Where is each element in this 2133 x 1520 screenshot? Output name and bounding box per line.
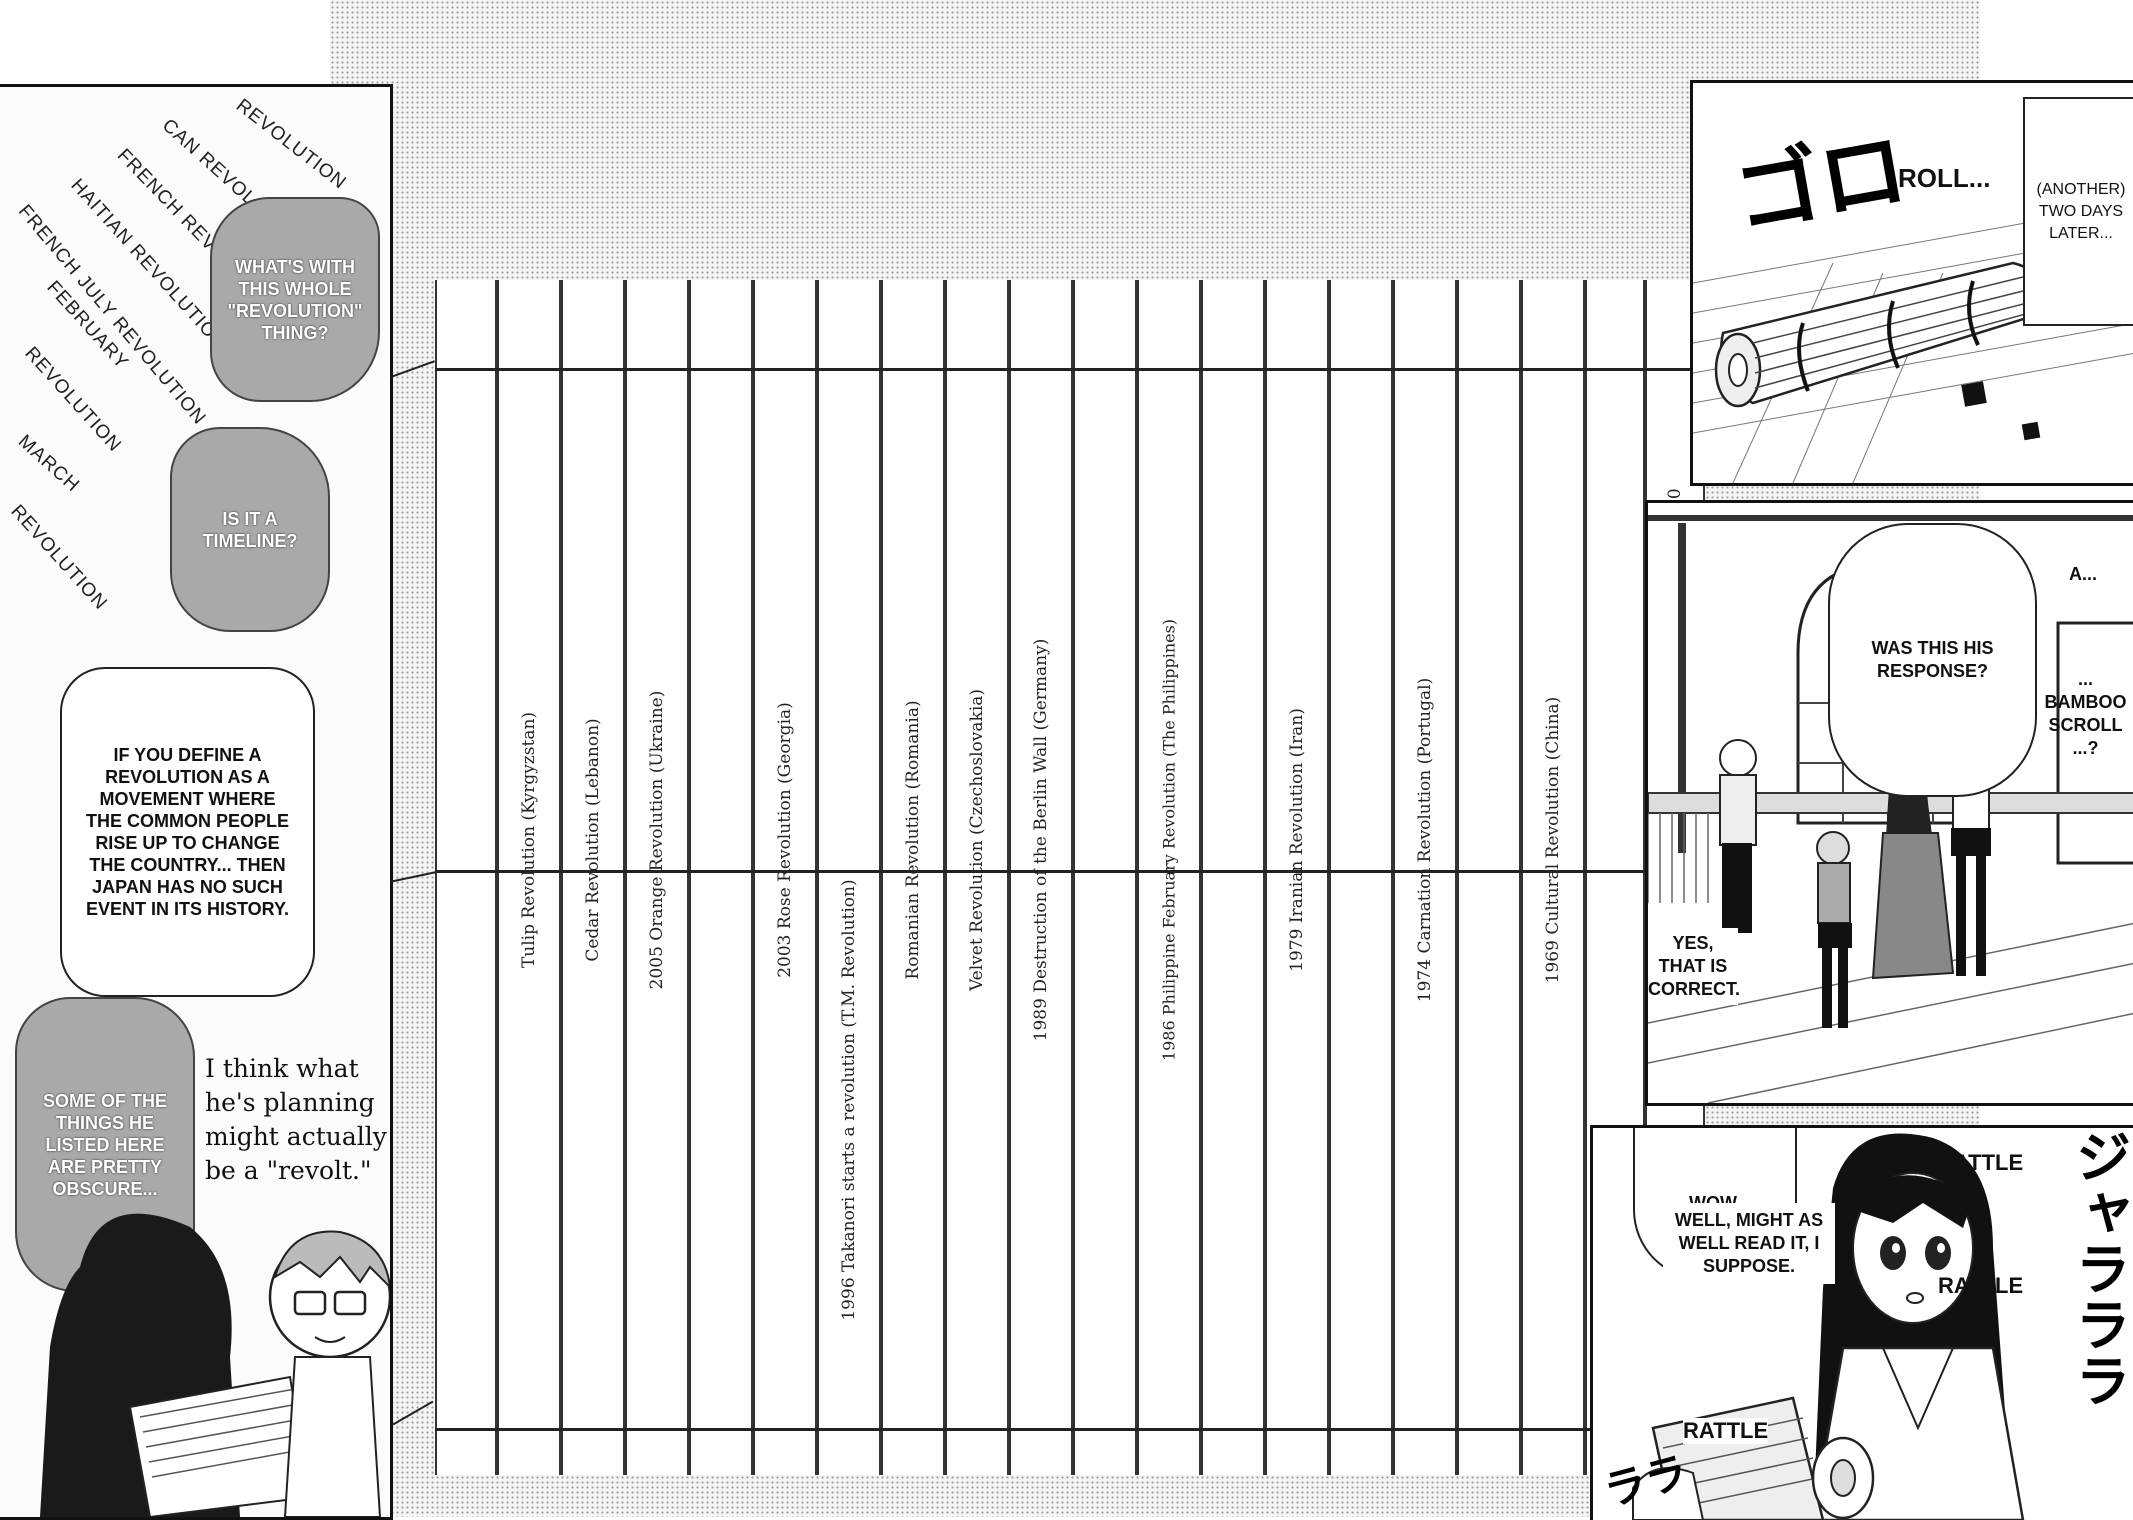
scroll-slat	[1457, 280, 1521, 1475]
slat-label: 1996 Takanori starts a revolution (T.M. …	[839, 879, 859, 1321]
scroll-slat: Romanian Revolution (Romania)	[881, 280, 945, 1475]
slat-label: 1986 Philippine February Revolution (The…	[1159, 618, 1179, 1062]
speech-bubble-whole-thing: WHAT'S WITH THIS WHOLE "REVOLUTION" THIN…	[210, 197, 380, 402]
radial-word-march: MARCH	[13, 431, 84, 497]
scroll-binding-top	[435, 368, 1705, 371]
scroll-slat	[1329, 280, 1393, 1475]
scroll-slat: 1969 Cultural Revolution (China)	[1521, 280, 1585, 1475]
chibi-characters-illustration	[40, 1213, 390, 1517]
speech-bubble-correct: YES, THAT IS CORRECT.	[1648, 928, 1740, 1005]
sfx-roll: ROLL...	[1898, 163, 1991, 193]
scroll-slat: 2005 Orange Revolution (Ukraine)	[625, 280, 689, 1475]
panel-classroom: WAS THIS HIS RESPONSE? A... ... BAMBOO S…	[1645, 500, 2133, 1106]
slat-label: 1974 Carnation Revolution (Portugal)	[1415, 677, 1435, 1003]
slat-label: Velvet Revolution (Czechoslovakia)	[967, 688, 987, 992]
caption-two-days-later: (ANOTHER) TWO DAYS LATER...	[2023, 97, 2133, 326]
slat-label: 2003 Rose Revolution (Georgia)	[775, 702, 795, 978]
scroll-slat: 1974 Carnation Revolution (Portugal)	[1393, 280, 1457, 1475]
handwritten-note: I think what he's planning might actuall…	[205, 1054, 387, 1185]
slat-label: Tulip Revolution (Kyrgyzstan)	[519, 711, 539, 969]
scroll-binding-bottom	[435, 1428, 1705, 1431]
panel-rolling-scroll: ゴロ ROLL... (ANOTHER) TWO DAYS LATER...	[1690, 80, 2133, 486]
rolling-scroll-illustration	[1693, 203, 2133, 483]
radial-word-revolution: REVOLUTION	[232, 95, 351, 194]
speech-bubble-define-revolution: IF YOU DEFINE A REVOLUTION AS A MOVEMENT…	[60, 667, 315, 997]
scroll-slat: Velvet Revolution (Czechoslovakia)	[945, 280, 1009, 1475]
bamboo-scroll: Tulip Revolution (Kyrgyzstan) Cedar Revo…	[435, 280, 1705, 1475]
scroll-slat	[689, 280, 753, 1475]
scroll-slat: 1989 Destruction of the Berlin Wall (Ger…	[1009, 280, 1073, 1475]
sfx-rattle-1: RATTLE	[1938, 1150, 2024, 1175]
scroll-slat: Cedar Revolution (Lebanon)	[561, 280, 625, 1475]
scroll-slat	[435, 280, 497, 1475]
slat-label: 1979 Iranian Revolution (Iran)	[1287, 708, 1307, 972]
slat-label: Romanian Revolution (Romania)	[903, 700, 923, 980]
slat-label: 1989 Destruction of the Berlin Wall (Ger…	[1031, 638, 1051, 1042]
sfx-rattle-3: RATTLE	[1683, 1418, 1769, 1444]
scroll-slat: 1986 Philippine February Revolution (The…	[1137, 280, 1201, 1475]
radial-word-revolution-3: REVOLUTION	[6, 501, 112, 615]
slat-label: 2005 Orange Revolution (Ukraine)	[647, 690, 667, 990]
speech-bubble-bamboo-scroll: ... BAMBOO SCROLL ...?	[2044, 669, 2127, 758]
sfx-katakana-rattle: ジャラララ	[2066, 1128, 2131, 1408]
scroll-slat: 1979 Iranian Revolution (Iran)	[1265, 280, 1329, 1475]
speech-bubble-response: WAS THIS HIS RESPONSE?	[1828, 523, 2037, 797]
scroll-slat: Tulip Revolution (Kyrgyzstan)	[497, 280, 561, 1475]
sfx-rattle-2: RATTLE	[1938, 1273, 2024, 1298]
slat-label: 1969 Cultural Revolution (China)	[1543, 696, 1563, 984]
scroll-slat: 2003 Rose Revolution (Georgia)	[753, 280, 817, 1475]
speech-bubble-a: A...	[2068, 564, 2097, 584]
scroll-binding-middle	[435, 870, 1705, 873]
scroll-slat	[1073, 280, 1137, 1475]
scroll-slat	[1201, 280, 1265, 1475]
speech-bubble-timeline: IS IT A TIMELINE?	[170, 427, 330, 632]
scroll-slat: 1996 Takanori starts a revolution (T.M. …	[817, 280, 881, 1475]
left-panel: REVOLUTION CAN REVOLUTION FRENCH REVOLUT…	[0, 84, 393, 1520]
panel-reading-scroll: WOW. WELL, MIGHT AS WELL READ IT, I SUPP…	[1590, 1125, 2133, 1520]
speech-bubble-read-it: WELL, MIGHT AS WELL READ IT, I SUPPOSE.	[1663, 1203, 1835, 1284]
slat-label: Cedar Revolution (Lebanon)	[583, 718, 603, 962]
